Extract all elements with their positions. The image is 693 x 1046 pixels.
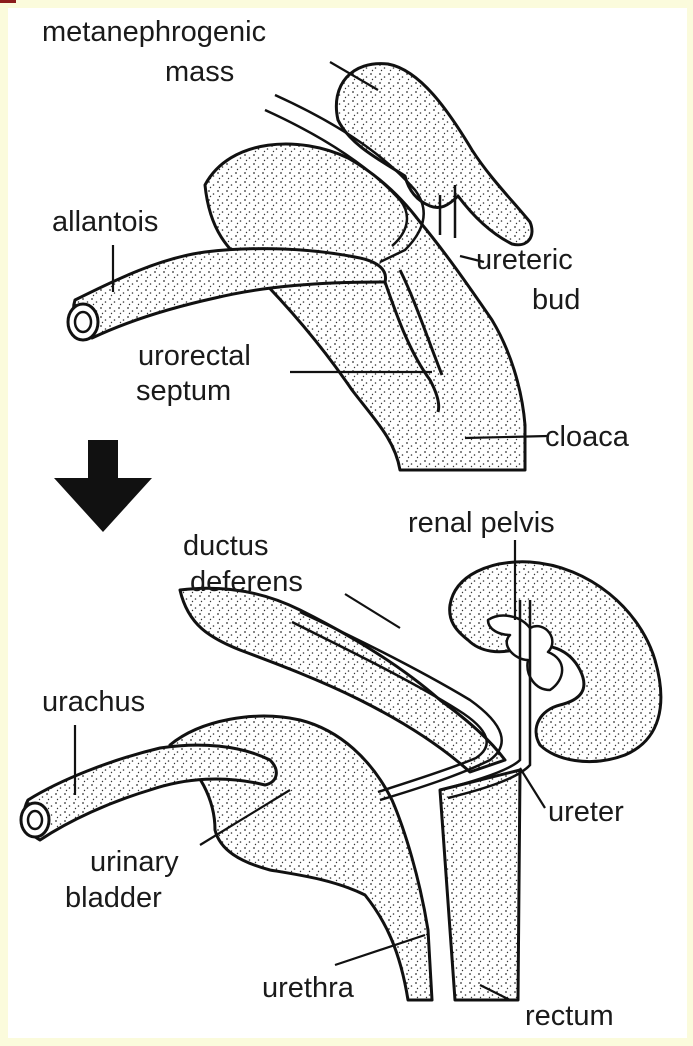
label-ureter: ureter	[548, 796, 624, 829]
label-bladder: bladder	[65, 882, 162, 915]
label-mass: mass	[165, 56, 234, 89]
label-ureteric: ureteric	[476, 244, 573, 277]
label-cloaca: cloaca	[545, 421, 629, 454]
label-urinary: urinary	[90, 846, 179, 879]
label-septum: septum	[136, 375, 231, 408]
down-arrow-icon	[54, 440, 152, 532]
label-deferens: deferens	[190, 566, 303, 599]
label-renal-pelvis: renal pelvis	[408, 507, 555, 540]
label-ductus: ductus	[183, 530, 268, 563]
label-rectum: rectum	[525, 1000, 614, 1033]
label-bud: bud	[532, 284, 580, 317]
label-urachus: urachus	[42, 686, 145, 719]
label-allantois: allantois	[52, 206, 158, 239]
label-metanephrogenic: metanephrogenic	[42, 16, 266, 49]
label-urorectal: urorectal	[138, 340, 251, 373]
rectum-shape	[440, 770, 520, 1000]
label-urethra: urethra	[262, 972, 354, 1005]
